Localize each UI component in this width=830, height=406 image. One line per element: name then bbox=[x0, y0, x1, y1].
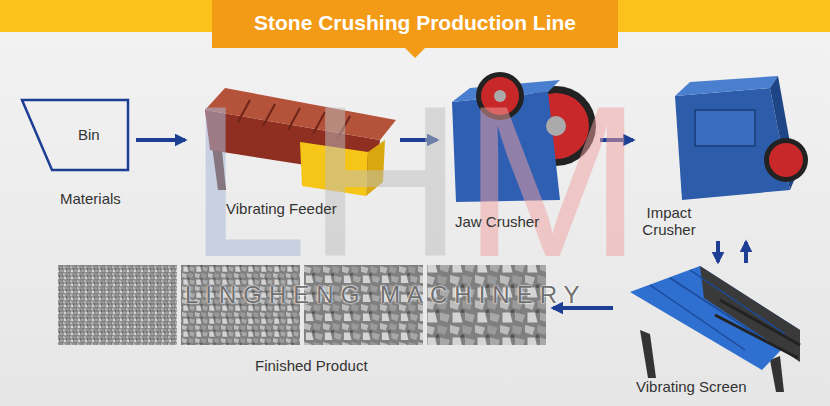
flow-arrow bbox=[716, 241, 720, 262]
mesh-line bbox=[670, 278, 768, 342]
vibrating-screen-picture bbox=[630, 266, 800, 392]
bin-label: Bin bbox=[78, 126, 100, 143]
node-label: Vibrating Feeder bbox=[226, 200, 337, 217]
banner-pointer bbox=[405, 48, 425, 58]
banner-tab bbox=[212, 0, 618, 48]
node-label: Finished Product bbox=[255, 357, 368, 374]
screen-leg bbox=[640, 330, 656, 378]
impact-crusher-node: Impact Crusher bbox=[636, 82, 806, 240]
pulley-rim bbox=[764, 138, 808, 182]
screen-leg bbox=[770, 356, 784, 392]
flow-arrow bbox=[744, 242, 748, 263]
feeder-node: Vibrating Feeder bbox=[188, 82, 398, 222]
deck-line bbox=[715, 315, 798, 358]
screen-mesh bbox=[650, 270, 785, 350]
impact-door bbox=[695, 110, 755, 146]
bin-outline bbox=[18, 96, 134, 176]
screen-deck bbox=[630, 266, 800, 370]
diagram-title: Stone Crushing Production Line bbox=[212, 10, 618, 36]
flow-arrow bbox=[136, 138, 185, 142]
watermark-text: LINGHENG MACHINERY bbox=[185, 281, 587, 309]
finished-product-node: Finished Product bbox=[55, 262, 550, 380]
title-banner bbox=[0, 0, 830, 58]
pulley bbox=[769, 143, 803, 177]
screen-frame bbox=[700, 266, 800, 362]
impact-crusher-picture bbox=[675, 76, 808, 200]
impact-top bbox=[675, 76, 778, 96]
bin-node: BinMaterials bbox=[18, 96, 134, 214]
node-label: Vibrating Screen bbox=[636, 378, 747, 395]
jaw-crusher-node: Jaw Crusher bbox=[440, 75, 598, 235]
watermark-letters: LHM bbox=[188, 74, 642, 289]
node-label: Jaw Crusher bbox=[455, 213, 539, 230]
gravel-photo bbox=[58, 265, 177, 345]
screen-decks bbox=[715, 300, 800, 358]
node-label: Impact Crusher bbox=[638, 204, 700, 238]
bin-shape bbox=[22, 100, 128, 170]
vibrating-screen-node: Vibrating Screen bbox=[615, 264, 812, 400]
mesh-line bbox=[690, 270, 785, 334]
node-label: Materials bbox=[60, 190, 121, 207]
